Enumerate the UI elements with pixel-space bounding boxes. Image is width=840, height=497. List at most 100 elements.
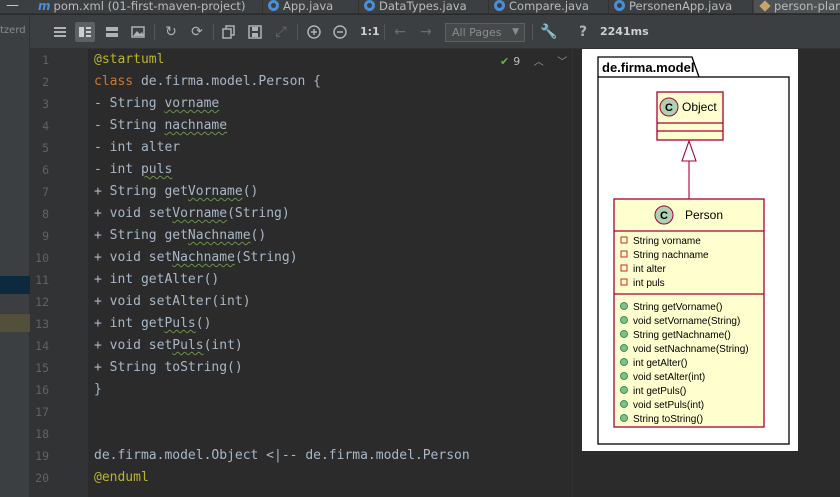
- field-item: String nachname: [633, 250, 709, 261]
- show-preview-list-button[interactable]: [102, 22, 122, 42]
- editor-scrollbar[interactable]: [572, 49, 582, 497]
- show-editor-only-button[interactable]: [50, 22, 70, 42]
- class-diagram-svg: de.firma.model C Object C Person String …: [597, 56, 790, 445]
- line-number: 8: [42, 207, 49, 221]
- help-button[interactable]: ?: [573, 22, 593, 42]
- public-method-marker: [620, 344, 628, 352]
- external-open-button[interactable]: ⤢: [271, 22, 291, 42]
- plantuml-icon: [759, 0, 771, 12]
- person-class-box: [613, 198, 765, 428]
- tab-person-plantuml[interactable]: person-plan: [754, 0, 840, 13]
- wrench-icon: 🔧: [540, 24, 558, 40]
- project-panel-stripe: tzerd: [0, 15, 30, 497]
- uml-preview-pane[interactable]: de.firma.model C Object C Person String …: [582, 49, 840, 497]
- previous-page-button[interactable]: ←: [390, 22, 410, 42]
- chevron-down-icon[interactable]: ﹀: [557, 57, 568, 68]
- line-number: 17: [35, 405, 49, 419]
- editor-only-icon: [54, 27, 66, 37]
- refresh-button[interactable]: ↻: [161, 22, 181, 42]
- tab-compare-java[interactable]: Compare.java: [494, 0, 589, 13]
- field-item: int alter: [633, 264, 666, 275]
- code-editor[interactable]: ✔9 ︿ ﹀ @startuml class de.firma.model.Pe…: [88, 49, 572, 497]
- line-number: 7: [42, 185, 49, 199]
- preview-list-icon: [106, 27, 118, 37]
- tab-label: App.java: [283, 0, 334, 13]
- tab-label: person-plan: [774, 0, 840, 13]
- public-method-marker: [620, 414, 628, 422]
- plantuml-toolbar: ↻ ⟳ ⤢ 1:1 ← → All Pages ▼ 🔧 ? 2241ms: [30, 15, 840, 49]
- reload-icon: ⟳: [191, 24, 203, 40]
- public-method-marker: [620, 358, 628, 366]
- method-item: void setNachname(String): [633, 344, 749, 355]
- line-number: 9: [42, 229, 49, 243]
- public-method-marker: [620, 302, 628, 310]
- code-line: - String vorname: [94, 96, 220, 111]
- tab-label: DataTypes.java: [379, 0, 467, 13]
- show-preview-only-button[interactable]: [128, 22, 148, 42]
- code-line: + void setPuls(int): [94, 338, 243, 353]
- project-tree-fragment: tzerd: [0, 25, 26, 36]
- method-item: String getVorname(): [633, 302, 723, 313]
- code-line: - int alter: [94, 140, 181, 155]
- copy-button[interactable]: [219, 22, 239, 42]
- split-view-button[interactable]: [75, 22, 95, 42]
- line-number: 19: [35, 449, 49, 463]
- line-number: 10: [35, 251, 49, 265]
- zoom-in-button[interactable]: [304, 22, 324, 42]
- highlighted-tree-row[interactable]: [0, 314, 30, 332]
- zoom-out-button[interactable]: [330, 22, 350, 42]
- next-page-button[interactable]: →: [416, 22, 436, 42]
- tab-label: PersonenApp.java: [629, 0, 733, 13]
- line-number: 6: [42, 163, 49, 177]
- settings-button[interactable]: 🔧: [539, 22, 559, 42]
- method-item: void setAlter(int): [633, 372, 705, 383]
- line-number: 15: [35, 361, 49, 375]
- line-number: 20: [35, 471, 49, 485]
- arrow-right-icon: →: [420, 24, 432, 40]
- tab-app-java[interactable]: App.java: [268, 0, 334, 13]
- line-number: 4: [42, 119, 49, 133]
- save-button[interactable]: [245, 22, 265, 42]
- class-stereotype-icon: [659, 97, 679, 117]
- code-line: + int getAlter(): [94, 272, 220, 287]
- render-time: 2241ms: [600, 25, 649, 38]
- tab-label: pom.xml (01-first-maven-project): [53, 0, 246, 13]
- refresh-icon: ↻: [165, 24, 177, 40]
- reload-button[interactable]: ⟳: [187, 22, 207, 42]
- line-number-gutter[interactable]: 1 2 3 4 5 6 7 8 9 10 11 12 13 14 15 16 1…: [30, 49, 88, 497]
- chevron-up-icon[interactable]: ︿: [533, 57, 544, 68]
- line-number: 16: [35, 383, 49, 397]
- inspection-count: 9: [513, 55, 521, 68]
- code-line: class de.firma.model.Person {: [94, 74, 321, 89]
- zoom-in-icon: [307, 25, 321, 39]
- help-icon: ?: [578, 24, 588, 40]
- field-item: int puls: [633, 278, 665, 289]
- private-field-marker: [620, 264, 628, 272]
- package-tab: [597, 56, 700, 78]
- inspection-widget[interactable]: ✔9 ︿ ﹀: [500, 53, 567, 68]
- line-number: 2: [42, 75, 49, 89]
- private-field-marker: [620, 250, 628, 258]
- java-class-icon: [494, 0, 505, 11]
- tab-personenapp-java[interactable]: PersonenApp.java: [614, 0, 733, 13]
- arrow-left-icon: ←: [394, 24, 406, 40]
- method-list: String getVorname() void setVorname(Stri…: [620, 302, 749, 425]
- external-link-icon: ⤢: [275, 24, 287, 40]
- line-number: 14: [35, 339, 49, 353]
- code-line: }: [94, 382, 102, 397]
- selected-tree-row[interactable]: [0, 276, 30, 294]
- copy-icon: [222, 25, 235, 39]
- code-line: + int getPuls(): [94, 316, 212, 331]
- pages-select-value: All Pages: [452, 26, 502, 39]
- chevron-down-icon: ▼: [512, 27, 519, 37]
- method-item: String toString(): [633, 414, 703, 425]
- minimize-icon[interactable]: —: [6, 0, 19, 13]
- actual-size-button[interactable]: 1:1: [360, 25, 380, 38]
- code-line: + void setVorname(String): [94, 206, 290, 221]
- java-class-icon: [268, 0, 279, 11]
- line-number: 3: [42, 97, 49, 111]
- pages-select[interactable]: All Pages ▼: [445, 23, 525, 42]
- tab-datatypes-java[interactable]: DataTypes.java: [364, 0, 467, 13]
